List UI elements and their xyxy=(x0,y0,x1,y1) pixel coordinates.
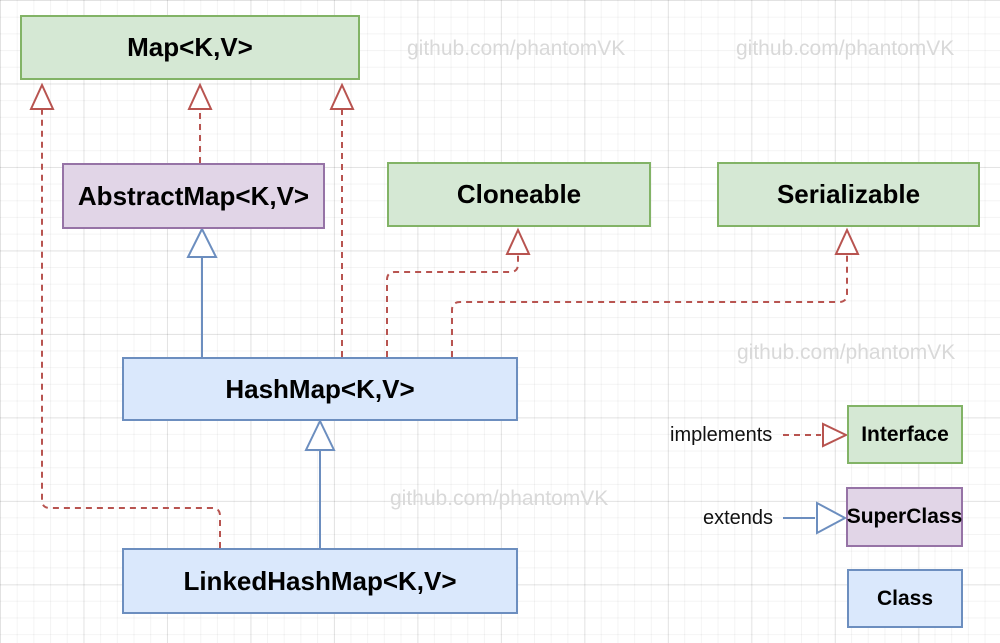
legend-extends-arrowhead-icon xyxy=(816,501,848,535)
node-linkedhashmap: LinkedHashMap<K,V> xyxy=(122,548,518,614)
legend-interface-box: Interface xyxy=(847,405,963,464)
extends-arrowhead-icon xyxy=(186,226,218,258)
legend-superclass-box: SuperClass xyxy=(846,487,963,547)
watermark: github.com/phantomVK xyxy=(407,37,626,60)
watermark: github.com/phantomVK xyxy=(390,487,609,510)
implements-arrowhead-icon xyxy=(29,82,55,110)
edge-hashmap-implements-serializable xyxy=(451,255,848,357)
node-cloneable: Cloneable xyxy=(387,162,651,227)
implements-arrowhead-icon xyxy=(834,227,860,255)
legend-extends-label: extends xyxy=(703,507,774,529)
implements-arrowhead-icon xyxy=(187,82,213,110)
implements-arrowhead-icon xyxy=(329,82,355,110)
watermark: github.com/phantomVK xyxy=(737,341,956,364)
edge-linkedhashmap-implements-map xyxy=(41,110,221,548)
watermark: github.com/phantomVK xyxy=(736,37,955,60)
node-hashmap: HashMap<K,V> xyxy=(122,357,518,421)
edge-hashmap-implements-cloneable xyxy=(386,255,519,357)
node-map: Map<K,V> xyxy=(20,15,360,80)
legend-class-box: Class xyxy=(847,569,963,628)
legend-implements-label: implements xyxy=(670,424,773,446)
legend-implements-arrowhead-icon xyxy=(822,422,849,448)
node-serializable: Serializable xyxy=(717,162,980,227)
extends-arrowhead-icon xyxy=(304,418,336,451)
node-abstractmap: AbstractMap<K,V> xyxy=(62,163,325,229)
implements-arrowhead-icon xyxy=(505,227,531,255)
